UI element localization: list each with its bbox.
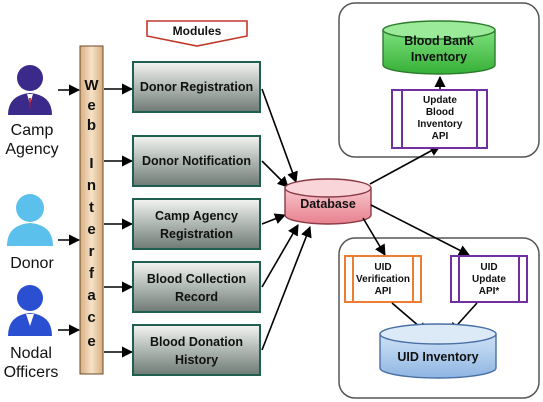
module-blood-donation-history-label-2: History [175,353,218,367]
database-label: Database [300,197,356,211]
module-blood-collection-record [132,261,261,313]
web-interface-letter: I [89,155,93,172]
nodal-officers-label-line1: Nodal [10,345,52,362]
web-interface-label: W e b I n t e r f a c e [84,77,99,350]
module-blood-donation-history [132,324,261,376]
db-to-uid-update-arrow [370,204,470,256]
update-blood-inventory-api-box [391,89,488,149]
blood-bank-inventory-label-1: Blood Bank [404,34,473,48]
update-blood-api-label-3: Inventory [417,119,462,130]
web-interface-letter: e [87,221,95,238]
module-donor-notification [132,135,261,187]
uid-verification-label-2: Verification [356,274,410,285]
module-donor-registration-label: Donor Registration [140,80,253,94]
uid-update-label-3: API* [479,286,500,297]
uid-verification-label-1: UID [374,262,391,273]
module-blood-donation-history-label-1: Blood Donation [150,335,243,349]
camp-agency-person-icon [8,65,52,115]
camp-agency-label-line2: Agency [5,141,58,158]
module-to-db-arrow [261,88,298,184]
module-camp-agency-registration-label-2: Registration [160,227,233,241]
web-interface-letter: t [89,199,94,216]
module-to-db-arrow [261,160,289,188]
web-interface-letter: c [87,309,95,326]
module-camp-agency-registration-label-1: Camp Agency [155,209,238,223]
web-interface-letter: e [87,97,95,114]
donor-label: Donor [10,255,54,272]
module-blood-collection-record-label-1: Blood Collection [147,272,246,286]
modules-label: Modules [173,24,222,38]
update-blood-api-label-4: API [432,131,449,142]
web-interface-bar [79,45,104,375]
uid-verification-api-box [344,255,422,303]
module-to-db-arrow [261,224,299,288]
module-to-db-arrow [261,225,312,351]
camp-agency-label-line1: Camp [11,122,54,139]
module-camp-agency-registration [132,198,261,250]
db-to-update-blood-api-arrow [369,145,441,185]
web-interface-letter: e [87,333,95,350]
donor-person-icon [7,194,53,246]
web-interface-letter: r [89,243,95,260]
modules-banner [146,20,248,47]
uid-update-label-2: Update [472,274,506,285]
web-interface-letter: W [84,77,99,94]
uid-verification-label-3: API [375,286,392,297]
db-to-uid-verification-arrow [362,217,386,256]
uid-update-label-1: UID [480,262,497,273]
module-to-db-arrow [261,213,287,225]
blood-bank-inventory-cylinder [382,20,496,75]
web-interface-letter: b [87,117,96,134]
module-donor-registration [132,61,261,113]
module-donor-notification-label: Donor Notification [142,154,251,168]
update-blood-api-label-2: Blood [426,107,454,118]
nodal-officers-label-line2: Officers [4,364,59,381]
blood-bank-inventory-label-2: Inventory [411,50,467,64]
module-blood-collection-record-label-2: Record [175,290,218,304]
nodal-officers-person-icon [8,285,52,336]
database-cylinder [284,178,372,225]
web-interface-letter: n [87,177,96,194]
web-interface-letter: f [89,265,95,282]
uid-inventory-cylinder [379,323,497,379]
uid-inventory-label: UID Inventory [397,350,478,364]
update-blood-api-label-1: Update [423,95,457,106]
web-interface-letter: a [87,287,96,304]
uid-update-api-box [450,255,528,303]
